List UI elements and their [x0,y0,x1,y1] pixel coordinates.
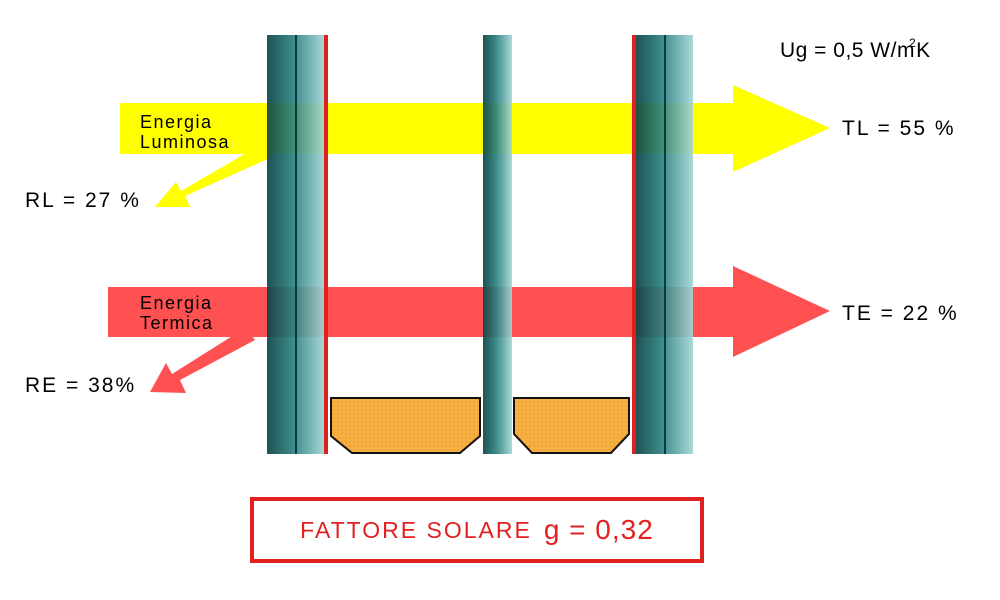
te-value: TE = 22 % [842,302,959,325]
rl-value: RL = 27 % [25,189,141,212]
heat-energy-arrow [108,266,830,357]
middle-glass-pane [483,35,512,454]
outer-glass-pane [267,35,328,454]
spacer-left [330,397,481,454]
ug-value: Ug = 0,5 W/m2K [780,36,931,62]
spacer-right [513,397,630,454]
solar-factor-box: FATTORE SOLARE g = 0,32 [250,497,704,563]
heat-reflection-arrow [150,328,255,393]
inner-glass-pane [632,35,693,454]
light-energy-label: Energia Luminosa [140,112,231,152]
heat-energy-label: Energia Termica [140,293,214,333]
solar-factor-value: g = 0,32 [543,514,654,545]
light-reflection-arrow [155,144,270,207]
solar-factor-label: FATTORE SOLARE [300,516,532,543]
re-value: RE = 38% [25,374,137,397]
tl-value: TL = 55 % [842,117,956,140]
